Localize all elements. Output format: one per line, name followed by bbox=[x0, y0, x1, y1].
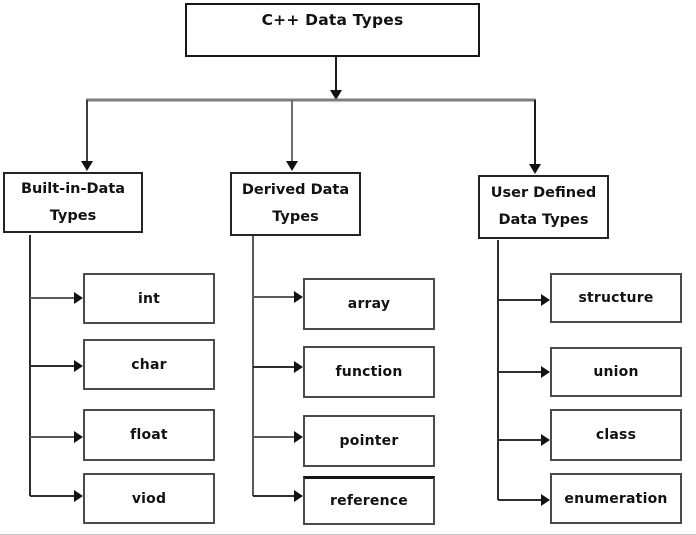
node-pointer-label: pointer bbox=[339, 433, 399, 449]
node-derived-label-line1: Derived Data bbox=[241, 182, 350, 198]
node-built-in-data-types: Built-in-Data Types bbox=[3, 172, 143, 233]
node-viod: viod bbox=[83, 473, 215, 524]
node-float-label: float bbox=[130, 427, 168, 443]
node-enumeration-label: enumeration bbox=[564, 490, 668, 507]
node-char: char bbox=[83, 339, 215, 390]
node-union-label: union bbox=[593, 364, 639, 380]
node-class: class bbox=[550, 409, 682, 461]
node-derived-data-types: Derived Data Types bbox=[230, 172, 361, 236]
node-reference-label: reference bbox=[330, 493, 408, 509]
node-function-label: function bbox=[335, 364, 403, 380]
node-root: C++ Data Types bbox=[185, 3, 480, 57]
node-array: array bbox=[303, 278, 435, 330]
node-root-label: C++ Data Types bbox=[261, 11, 404, 29]
node-user-defined-label-line1: User Defined bbox=[490, 185, 597, 201]
node-structure-label: structure bbox=[578, 290, 654, 306]
node-viod-label: viod bbox=[131, 490, 167, 507]
node-derived-label-line2: Types bbox=[272, 209, 319, 225]
node-reference: reference bbox=[303, 476, 435, 525]
node-float: float bbox=[83, 409, 215, 461]
node-structure: structure bbox=[550, 273, 682, 323]
node-char-label: char bbox=[131, 356, 167, 373]
node-built-in-label-line2: Types bbox=[49, 207, 97, 224]
node-function: function bbox=[303, 346, 435, 398]
node-pointer: pointer bbox=[303, 415, 435, 467]
node-user-defined-data-types: User Defined Data Types bbox=[478, 175, 609, 239]
node-union: union bbox=[550, 347, 682, 397]
node-user-defined-label-line2: Data Types bbox=[498, 212, 589, 228]
node-int: int bbox=[83, 273, 215, 324]
node-int-label: int bbox=[137, 290, 161, 307]
node-array-label: array bbox=[347, 296, 391, 312]
node-class-label: class bbox=[595, 427, 637, 443]
node-built-in-label-line1: Built-in-Data bbox=[20, 180, 126, 197]
node-enumeration: enumeration bbox=[550, 473, 682, 524]
